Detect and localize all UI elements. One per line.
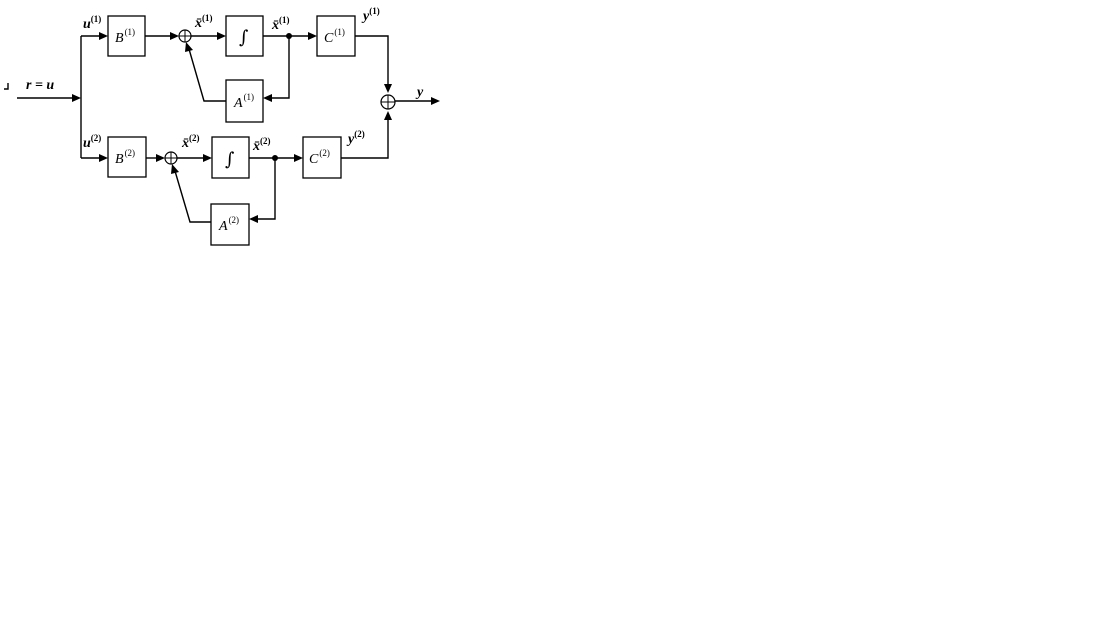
a2-block xyxy=(210,203,250,246)
integrator-2-block xyxy=(211,136,250,179)
integrator-1-symbol: ∫ xyxy=(239,27,249,48)
x1-label: x̄(1) xyxy=(271,15,290,33)
integrator-2-symbol: ∫ xyxy=(225,149,235,170)
output-label: y xyxy=(415,85,424,100)
c2-label: C(2) xyxy=(309,148,330,167)
input-step-mark xyxy=(4,83,9,90)
c2-block xyxy=(302,136,342,179)
y2-label: y(2) xyxy=(346,129,365,147)
u2-label: u(2) xyxy=(83,133,101,151)
a1-label: A(1) xyxy=(233,92,254,111)
c1-block xyxy=(316,15,356,57)
c1-label: C(1) xyxy=(324,27,345,46)
xdot1-label: x̄(1) xyxy=(194,13,213,31)
input-signal: r = u xyxy=(17,78,81,102)
y1-label: y(1) xyxy=(361,6,380,24)
output-signal: y xyxy=(395,85,440,105)
branch-1: u(1) B(1) x̄(1) ∫ x̄(1) C(1) y(1) A(1) xyxy=(81,6,392,123)
branch-2: u(2) B(2) x̄(2) ∫ x̄(2) C(2) y(2) A(2) xyxy=(81,111,392,246)
a2-label: A(2) xyxy=(218,215,239,234)
sum-junction-2 xyxy=(164,151,178,165)
b1-label: B(1) xyxy=(115,27,135,46)
integrator-1-block xyxy=(225,15,264,57)
b2-block xyxy=(107,136,147,178)
input-label: r = u xyxy=(26,78,54,93)
xdot2-label: x̄(2) xyxy=(181,133,200,151)
sum-junction-1 xyxy=(178,29,192,43)
b1-block xyxy=(107,15,146,57)
output-sum-junction xyxy=(380,94,396,110)
u1-label: u(1) xyxy=(83,14,101,32)
x2-label: x̄(2) xyxy=(252,136,271,154)
b2-label: B(2) xyxy=(115,148,135,167)
